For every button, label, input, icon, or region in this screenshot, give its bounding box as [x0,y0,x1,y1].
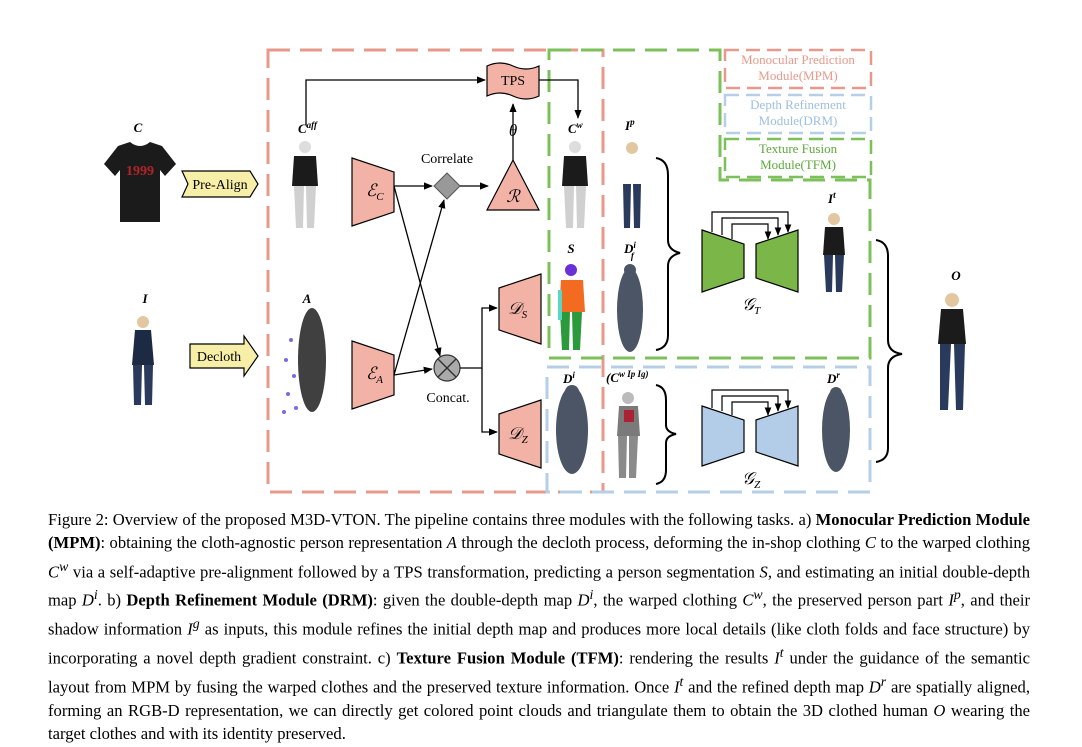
decloth-arrow: Decloth [189,334,259,378]
label-it: It [827,190,836,206]
figure-caption: Figure 2: Overview of the proposed M3D-V… [48,510,1031,744]
legend-drm-line2: Module(DRM) [759,113,838,128]
initial-depth-image [556,385,588,474]
legend-drm-line1: Depth Refinement [750,97,846,112]
segmentation-image-s [558,264,585,350]
concat-node [433,354,461,382]
label-dr: Dr [826,370,840,386]
clothing-image-c: 1999 [104,142,176,222]
arrow-ea-to-correlate [393,199,446,376]
person-image-i [132,316,154,405]
legend-tfm-line1: Texture Fusion [759,141,838,156]
label-correlate: Correlate [421,152,473,167]
agnostic-person-image-a [282,308,326,414]
arrow-concat-to-dz [481,368,498,436]
label-di: Di [562,370,575,386]
3d-output-image-o [938,293,966,410]
legend-drm-box [723,93,873,135]
front-depth-image [617,264,643,352]
generator-gz: 𝒢Z [701,389,799,491]
label-theta: θ [509,121,517,140]
brace-drm-inputs [655,384,677,485]
svg-text:ℰA: ℰA [366,364,383,386]
regressor-r: ℛ [486,158,540,211]
refined-depth-image [822,387,850,472]
svg-text:TPS: TPS [501,74,525,89]
preserved-person-image [623,142,641,228]
svg-text:𝒟S: 𝒟S [508,299,528,321]
try-on-result-image [823,213,845,292]
pre-align-arrow: Pre-Align [181,170,259,198]
svg-text:Pre-Align: Pre-Align [192,178,247,193]
drm-input-images [617,392,640,478]
label-ip: Ip [624,117,635,133]
label-tuple: (Cw Ip Ig) [606,369,649,385]
generator-gt: 𝒢T [701,211,799,317]
label-s: S [567,241,574,256]
brace-tfm-inputs [655,157,681,351]
legend-mpm-box [723,48,873,90]
arrow-tps-to-cw [539,79,582,119]
label-concat: Concat. [426,391,469,406]
svg-text:ℰC: ℰC [366,181,384,203]
svg-text:𝒟Z: 𝒟Z [508,424,529,446]
svg-text:𝒢Z: 𝒢Z [742,469,761,491]
svg-text:Decloth: Decloth [197,350,241,365]
brace-outputs [875,239,903,463]
legend-tfm-box [723,137,873,179]
legend-mpm-line2: Module(MPM) [758,68,837,83]
arrow-caff-to-tps [305,76,486,125]
decoder-ds: 𝒟S [498,273,542,345]
label-o: O [951,268,961,283]
warped-clothing-image [562,141,588,228]
legend-mpm-line1: Monocular Prediction [741,52,855,67]
arrow-concat-to-ds [460,304,498,369]
pre-aligned-clothing-image [292,141,318,228]
label-i: I [141,291,148,306]
legend-tfm-line2: Module(TFM) [760,157,836,172]
decoder-dz: 𝒟Z [498,399,542,469]
label-cw: Cw [568,120,584,136]
label-a: A [302,291,312,306]
tps-block: TPS [486,62,540,100]
arrow-ea-to-concat [393,366,433,376]
svg-text:ℛ: ℛ [506,187,521,206]
svg-text:1999: 1999 [126,164,154,179]
encoder-ea: ℰA [351,340,395,410]
label-c: C [134,120,143,135]
mpm-region [266,48,605,494]
encoder-ec: ℰC [351,157,395,227]
correlate-node [433,172,461,200]
pipeline-diagram: Monocular Prediction Module(MPM) Depth R… [104,48,966,494]
svg-text:𝒢T: 𝒢T [742,295,761,317]
drm-region [545,365,872,494]
arrow-ec-to-concat [393,185,442,357]
label-c-aff: Caff [298,120,318,136]
tfm-region [547,48,872,360]
